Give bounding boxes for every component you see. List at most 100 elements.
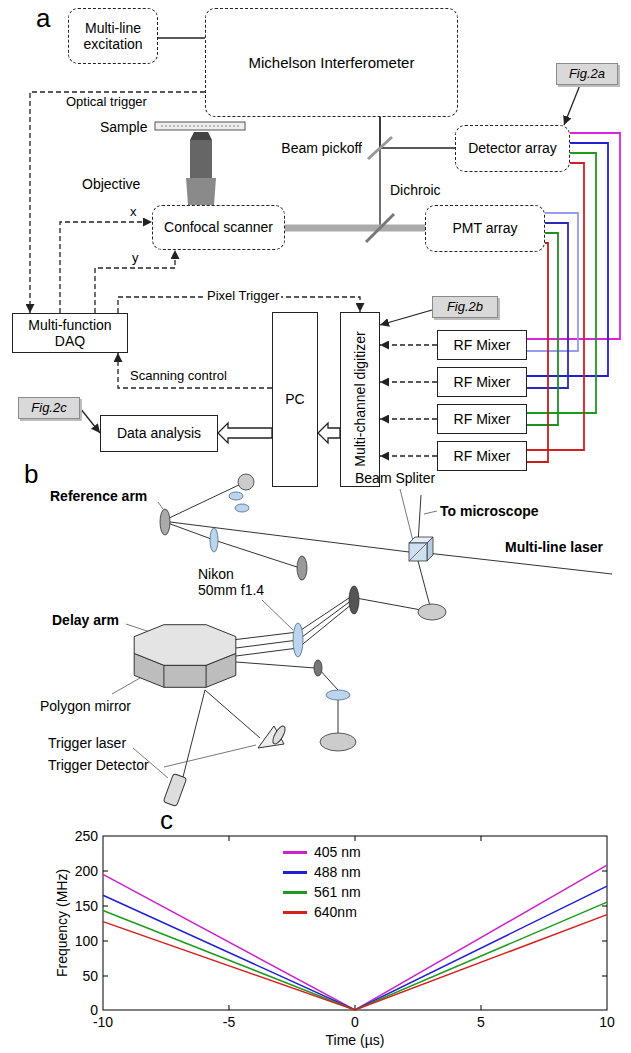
sample-slide (160, 123, 240, 129)
tick-label: 100 (75, 933, 98, 949)
beam-path (165, 483, 243, 520)
light-beam (285, 225, 425, 232)
chart-frame (229, 1005, 230, 1010)
part-label: Dichroic (390, 182, 441, 198)
beam-path (298, 604, 352, 648)
interferometer-box: Michelson Interferometer (205, 8, 458, 117)
mirror (418, 604, 446, 620)
text-stack: RF Mixer (454, 411, 511, 427)
beam-path (427, 553, 612, 574)
tick-label: 200 (75, 863, 98, 879)
axis-title: Frequency (MHz) (54, 869, 70, 977)
dichroic-mirror (366, 214, 394, 242)
leader-line (164, 745, 256, 767)
tick-label: -10 (93, 1014, 113, 1030)
chart-frame (103, 871, 108, 872)
figure-callout: Fig.2a (556, 63, 618, 85)
text-stack: Data analysis (117, 425, 201, 441)
beam-path (183, 690, 205, 777)
node-text: Data analysis (117, 425, 201, 441)
connector-line (95, 250, 175, 313)
node-text: Multi-function DAQ (16, 317, 124, 349)
objective-lens (186, 132, 216, 205)
chart-frame (602, 871, 607, 872)
leader-line (112, 489, 437, 778)
node-text: RF Mixer (454, 374, 511, 390)
legend-text: 488 nm (314, 864, 361, 880)
panel-letter: c (160, 806, 173, 836)
data-line (103, 865, 607, 1010)
node-text: PMT array (452, 220, 517, 236)
beam-path (298, 600, 352, 640)
text-stack: Fig.2b (447, 300, 483, 315)
digitizer-box: Multi-channel digitizer (340, 312, 380, 487)
part-label: Multi-line laser (505, 539, 603, 555)
tick-label: 250 (75, 828, 98, 844)
legend-text: 640nm (314, 904, 357, 920)
daq-box: Multi-function DAQ (12, 313, 128, 353)
edge-label: Scanning control (128, 369, 229, 384)
chart-frame (602, 941, 607, 942)
lens (229, 492, 243, 500)
trigger-detector (271, 724, 288, 745)
mixer-box: RF Mixer (437, 404, 527, 434)
detector-box: PMT array (425, 205, 545, 252)
edge-label: x (128, 205, 139, 220)
tick-label: 50 (82, 968, 98, 984)
part-label: Trigger Detector (48, 757, 149, 773)
node-text: PC (285, 391, 304, 407)
node-text: Detector array (468, 140, 557, 156)
polygon-mirror (206, 665, 207, 687)
chart-frame (103, 906, 108, 907)
beam-path (418, 495, 421, 543)
node-text: Fig.2b (447, 300, 483, 315)
beam-splitter-cube (409, 537, 433, 561)
mirror (314, 660, 322, 676)
leader-line (158, 502, 163, 509)
lens (210, 528, 218, 552)
mirror (320, 733, 356, 751)
trigger-laser (163, 774, 186, 807)
beam-path (236, 640, 298, 648)
text-stack: Fig.2c (31, 401, 66, 416)
text-stack: PC (285, 391, 304, 407)
tick-label: 0 (351, 1014, 359, 1030)
signal-wire (527, 153, 596, 413)
beam-path (214, 540, 300, 568)
block-arrow (218, 423, 272, 443)
trigger-laser (163, 774, 186, 807)
trigger-detector (258, 724, 287, 748)
beam-splitter-cube (409, 543, 427, 561)
part-label: Beam Spliter (355, 470, 435, 486)
node-text: Confocal scanner (164, 219, 273, 235)
mirror (160, 509, 170, 535)
tick-label: 5 (477, 1014, 485, 1030)
signal-wire (527, 233, 558, 425)
legend-text: 561 nm (314, 884, 361, 900)
text-stack: Michelson Interferometer (249, 54, 415, 71)
chart-frame (481, 836, 482, 841)
node-text: Michelson Interferometer (249, 54, 415, 71)
text-stack: RF Mixer (454, 337, 511, 353)
leader-line (262, 600, 293, 630)
node-text: Multi-channel digitizer (352, 332, 368, 467)
text-stack: Multi-function DAQ (16, 317, 124, 349)
legend-swatch (283, 871, 307, 874)
connector-line (380, 455, 437, 456)
connector-line (380, 418, 437, 419)
block-arrow (318, 423, 340, 443)
mirror (297, 556, 307, 580)
figure-callout: Fig.2c (18, 397, 80, 419)
node-text: Fig.2a (569, 67, 605, 82)
sample-slide (155, 122, 245, 130)
mixer-box: RF Mixer (437, 441, 527, 471)
figure-callout: Fig.2b (432, 296, 498, 318)
part-label: Polygon mirror (40, 698, 131, 714)
beam-splitter-cube (427, 537, 433, 561)
beam-path (236, 648, 298, 656)
text-stack: Multi-line excitation (72, 20, 154, 52)
connector-line (158, 37, 205, 38)
polygon-mirror (163, 665, 164, 687)
beam-path (236, 662, 315, 668)
detector-box: Detector array (455, 125, 570, 172)
